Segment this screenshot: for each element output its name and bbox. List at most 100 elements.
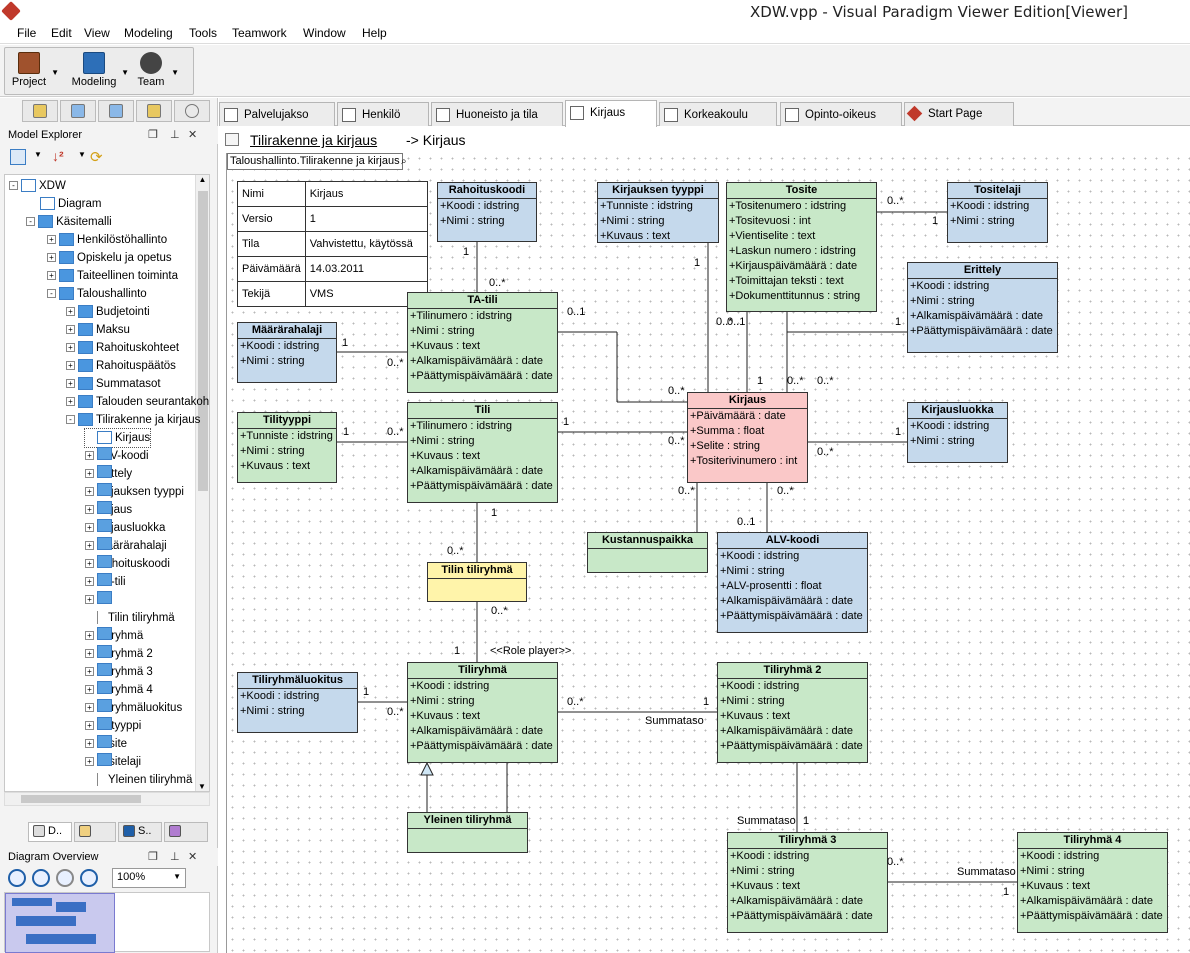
project-button[interactable]: Project ▼ — [11, 50, 59, 94]
zoom-select[interactable]: 100%▼ — [112, 868, 186, 888]
expand-icon[interactable]: + — [85, 559, 94, 569]
tab-diagram-backlog[interactable] — [136, 100, 172, 122]
tree-horizontal-scrollbar[interactable] — [4, 792, 210, 806]
team-dropdown-icon[interactable]: ▼ — [171, 68, 179, 77]
search-icon[interactable]: ⌕ — [401, 156, 407, 167]
view-options-icon[interactable] — [10, 149, 26, 165]
class-tili[interactable]: Tili+Tilinumero : idstring+Nimi : string… — [407, 402, 558, 503]
zoom-actual-icon[interactable] — [80, 869, 98, 887]
tree-item[interactable]: +Tili — [85, 591, 112, 609]
tree-item[interactable]: -XDW — [9, 177, 66, 195]
zoom-out-icon[interactable] — [32, 869, 50, 887]
tab-opinto-oikeus[interactable]: Opinto-oikeus — [780, 102, 902, 126]
expand-icon[interactable]: + — [85, 703, 94, 713]
tab-henkilö[interactable]: Henkilö — [337, 102, 429, 126]
expand-icon[interactable]: + — [66, 307, 75, 317]
tree-item[interactable]: -Taloushallinto — [47, 285, 147, 303]
tree-item[interactable]: +Kirjausluokka — [85, 519, 165, 537]
class-tiliryhma-4[interactable]: Tiliryhmä 4+Koodi : idstring+Nimi : stri… — [1017, 832, 1168, 933]
class-tilin-tiliryhma[interactable]: Tilin tiliryhmä — [427, 562, 527, 602]
tab-diagram-navigator[interactable] — [60, 100, 96, 122]
tree-item[interactable]: +Tiliryhmä 3 — [85, 663, 153, 681]
overview-restore-icon[interactable]: ❐ — [148, 851, 158, 863]
class-yleinen-tiliryhma[interactable]: Yleinen tiliryhmä — [407, 812, 528, 853]
tree-item[interactable]: +TA-tili — [85, 573, 126, 591]
expand-icon[interactable]: + — [66, 343, 75, 353]
pin-icon[interactable]: ⊥ — [170, 129, 180, 141]
class-tosite[interactable]: Tosite+Tositenumero : idstring+Tositevuo… — [726, 182, 877, 312]
bottom-tab[interactable]: D.. — [28, 822, 72, 842]
diagram-canvas[interactable]: Taloushallinto.Tilirakenne ja kirjaus ⌕ … — [226, 153, 1190, 953]
tab-kirjaus[interactable]: Kirjaus — [565, 100, 657, 127]
tab-huoneisto-ja-tila[interactable]: Huoneisto ja tila — [431, 102, 563, 126]
expand-icon[interactable]: + — [85, 631, 94, 641]
tree-item[interactable]: Yleinen tiliryhmä — [85, 771, 192, 789]
restore-icon[interactable]: ❐ — [148, 129, 158, 141]
expand-icon[interactable]: + — [85, 451, 94, 461]
class-tiliryhma-3[interactable]: Tiliryhmä 3+Koodi : idstring+Nimi : stri… — [727, 832, 888, 933]
tree-item[interactable]: +Maksu — [66, 321, 130, 339]
scroll-thumb[interactable] — [198, 191, 208, 491]
tree-item[interactable]: +Summatasot — [66, 375, 161, 393]
modeling-dropdown-icon[interactable]: ▼ — [121, 68, 129, 77]
class-erittely[interactable]: Erittely+Koodi : idstring+Nimi : string+… — [907, 262, 1058, 353]
tab-model-explorer[interactable] — [22, 100, 58, 122]
collapse-icon[interactable]: - — [26, 217, 36, 227]
class-alv-koodi[interactable]: ALV-koodi+Koodi : idstring+Nimi : string… — [717, 532, 868, 633]
sort-dropdown-icon[interactable]: ▼ — [78, 150, 86, 159]
bottom-tab[interactable]: S.. — [118, 822, 162, 842]
tree-item[interactable]: -Tilirakenne ja kirjaus — [66, 411, 200, 429]
class-rahoituskoodi[interactable]: Rahoituskoodi+Koodi : idstring+Nimi : st… — [437, 182, 537, 242]
tree-item[interactable]: +Opiskelu ja opetus — [47, 249, 172, 267]
tree-item[interactable]: +Tilityyppi — [85, 717, 141, 735]
tree-item[interactable]: +Rahoituskoodi — [85, 555, 170, 573]
tree-item[interactable]: +ALV-koodi — [85, 447, 149, 465]
tree-item[interactable]: -Käsitemalli — [26, 213, 112, 231]
tab-korkeakoulu[interactable]: Korkeakoulu — [659, 102, 777, 126]
zoom-fit-icon[interactable] — [56, 869, 74, 887]
breadcrumb-parent[interactable]: Tilirakenne ja kirjaus — [250, 132, 378, 148]
tab-class-repository[interactable] — [98, 100, 134, 122]
expand-icon[interactable]: + — [85, 721, 94, 731]
tree-item[interactable]: +Taiteellinen toiminta — [47, 267, 178, 285]
tree-item[interactable]: +Kirjauksen tyyppi — [85, 483, 184, 501]
scroll-up-icon[interactable]: ▲ — [198, 175, 207, 184]
tree-vertical-scrollbar[interactable]: ▲ ▼ — [195, 175, 209, 791]
tree-item[interactable]: +Kirjaus — [85, 501, 132, 519]
expand-icon[interactable]: + — [47, 235, 56, 245]
expand-icon[interactable]: + — [85, 739, 94, 749]
tree-item[interactable]: Tilin tiliryhmä — [85, 609, 175, 627]
hscroll-thumb[interactable] — [21, 795, 141, 803]
class-tiliryhmaluokitus[interactable]: Tiliryhmäluokitus+Koodi : idstring+Nimi … — [237, 672, 358, 733]
class-kirjaus[interactable]: Kirjaus+Päivämäärä : date+Summa : float+… — [687, 392, 808, 483]
tree-item[interactable]: +Rahoituspäätös — [66, 357, 176, 375]
collapse-icon[interactable]: - — [9, 181, 18, 191]
collapse-icon[interactable]: - — [66, 415, 75, 425]
overview-close-icon[interactable]: ✕ — [188, 851, 198, 863]
class-tiliryhma-2[interactable]: Tiliryhmä 2+Koodi : idstring+Nimi : stri… — [717, 662, 868, 763]
class-tositelaji[interactable]: Tositelaji+Koodi : idstring+Nimi : strin… — [947, 182, 1048, 243]
class-kustannuspaikka[interactable]: Kustannuspaikka — [587, 532, 708, 573]
tree-item[interactable]: Diagram — [28, 195, 101, 213]
bottom-tab[interactable] — [164, 822, 208, 842]
class-tilityyppi[interactable]: Tilityyppi+Tunniste : idstring+Nimi : st… — [237, 412, 337, 483]
menu-tools[interactable]: Tools — [189, 26, 218, 40]
tree-item[interactable]: +Tiliryhmäluokitus — [85, 699, 182, 717]
expand-icon[interactable]: + — [85, 595, 94, 605]
tab-search[interactable] — [174, 100, 210, 122]
bottom-tab[interactable] — [74, 822, 116, 842]
team-button[interactable]: Team ▼ — [135, 50, 179, 94]
expand-icon[interactable]: + — [66, 379, 75, 389]
refresh-icon[interactable]: ⟳ — [90, 149, 103, 166]
project-dropdown-icon[interactable]: ▼ — [51, 68, 59, 77]
tree-item[interactable]: +Tiliryhmä 2 — [85, 645, 153, 663]
tree-item[interactable]: +Rahoituskohteet — [66, 339, 179, 357]
tree-item[interactable]: +Tosite — [85, 735, 127, 753]
tab-palvelujakso[interactable]: Palvelujakso — [219, 102, 335, 126]
menu-help[interactable]: Help — [362, 26, 387, 40]
menu-teamwork[interactable]: Teamwork — [232, 26, 287, 40]
class-ta-tili[interactable]: TA-tili+Tilinumero : idstring+Nimi : str… — [407, 292, 558, 393]
expand-icon[interactable]: + — [85, 649, 94, 659]
tree-item[interactable]: +Talouden seurantakohd — [66, 393, 209, 411]
class-kirjausluokka[interactable]: Kirjausluokka+Koodi : idstring+Nimi : st… — [907, 402, 1008, 463]
